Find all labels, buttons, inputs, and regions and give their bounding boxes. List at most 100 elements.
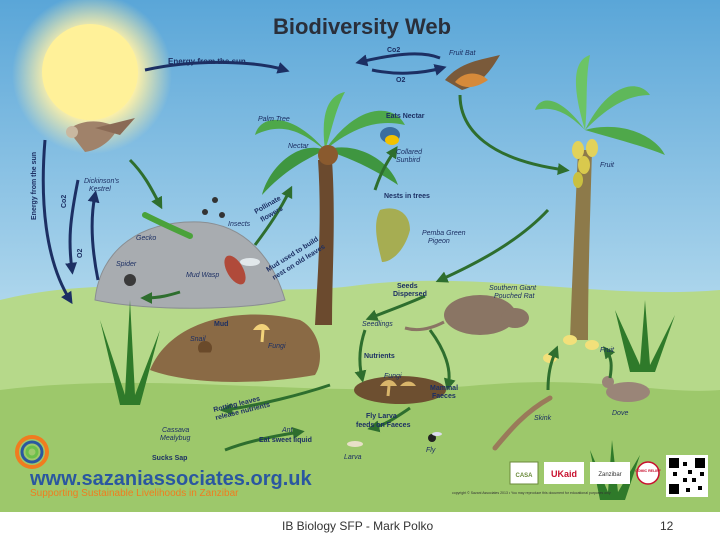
- label-co2-side: Co2: [61, 195, 68, 208]
- label-fruit-top: Fruit: [600, 162, 615, 169]
- sazani-logo: [15, 435, 49, 469]
- label-mammal-2: Faeces: [432, 393, 456, 400]
- label-nests-in-trees: Nests in trees: [384, 193, 430, 200]
- pigeon-icon: [376, 208, 410, 262]
- skink-icon: [492, 395, 553, 451]
- arrow-o2-top: [371, 64, 447, 76]
- arrow-co2-top: [355, 52, 441, 67]
- sunbird-icon: [380, 127, 400, 145]
- label-rat-1: Southern Giant: [489, 285, 537, 292]
- slide-footer: [0, 512, 720, 540]
- label-mammal-1: Mammal: [430, 385, 458, 392]
- rock: [94, 221, 286, 309]
- gecko-icon: [142, 212, 193, 239]
- spider-icon: [124, 274, 136, 286]
- label-palm-tree: Palm Tree: [258, 116, 290, 123]
- sun: [12, 0, 172, 154]
- brand-tagline: Supporting Sustainable Livelihoods in Za…: [30, 488, 239, 499]
- brand-url: www.sazaniassociates.org.uk: [29, 468, 312, 490]
- label-nutrients: Nutrients: [364, 353, 395, 360]
- fruit-bat-icon: [445, 55, 500, 90]
- arrow-larva: [367, 406, 411, 433]
- label-spider: Spider: [116, 261, 137, 268]
- arrow-kestrel-gecko: [128, 158, 163, 210]
- casa-logo-text: CASA: [515, 473, 533, 479]
- label-larva: Larva: [344, 454, 362, 461]
- dove-icon: [602, 376, 650, 402]
- arrow-nests: [373, 146, 398, 191]
- wasp-icon: [224, 255, 260, 285]
- label-gecko: Gecko: [136, 235, 156, 242]
- label-o2-side: O2: [77, 249, 84, 258]
- label-cassava-2: Mealybug: [160, 435, 190, 442]
- label-fungi-1: Fungi: [268, 343, 286, 350]
- rat-icon: [404, 295, 529, 335]
- label-sucks-sap: Sucks Sap: [152, 455, 187, 462]
- arrow-co2-side: [65, 179, 80, 275]
- label-fungi-2: Fungi: [384, 373, 402, 380]
- page-number: 12: [660, 519, 674, 533]
- label-co2-top: Co2: [387, 47, 400, 54]
- label-pemba-2: Pigeon: [428, 238, 450, 245]
- arrows-blue: [41, 52, 447, 305]
- sponsor-logos: CASA UKaid Zanzibar COMIC RELIEF: [509, 455, 708, 497]
- arrow-wasp-spider: [140, 290, 181, 304]
- label-fly-larva-1: Fly Larva: [366, 413, 397, 420]
- label-fly: Fly: [426, 447, 436, 454]
- faeces-patch: [354, 376, 446, 404]
- arrow-skink: [546, 345, 559, 391]
- label-collared-1: Collared: [396, 149, 423, 156]
- kestrel-icon: [66, 118, 135, 152]
- copyright-text: copyright © Sazani Associates 2013 • You…: [452, 491, 611, 495]
- label-seeds-2: Dispersed: [393, 291, 427, 298]
- arrow-faeces: [428, 329, 456, 391]
- palm-tree: [255, 92, 405, 325]
- soil-mound: [150, 314, 320, 382]
- arrow-energy-top: [144, 60, 290, 74]
- ukaid-logo-text: UKaid: [551, 469, 577, 479]
- biodiversity-web-poster: Biodiversity Web Energy from the sun Ene…: [0, 0, 720, 512]
- footer-title: IB Biology SFP - Mark Polko: [282, 519, 434, 533]
- poster-title: Biodiversity Web: [273, 14, 451, 39]
- zanzibar-logo: [590, 462, 630, 484]
- label-ant: Ant: [281, 427, 294, 434]
- label-snail: Snail: [190, 336, 206, 343]
- fly-icon: [428, 432, 442, 442]
- arrow-seedlings: [365, 294, 426, 321]
- fungi-icon: [253, 324, 416, 397]
- papaya-tree: [535, 55, 665, 340]
- label-energy-top: Energy from the sun: [168, 57, 246, 66]
- arrow-insects-palm: [253, 185, 293, 246]
- casa-logo: [509, 461, 539, 485]
- arrow-energy-side: [41, 139, 73, 305]
- arrow-bat-fruit: [458, 94, 570, 175]
- label-mud-wasp: Mud Wasp: [186, 272, 219, 279]
- label-cassava-1: Cassava: [162, 427, 189, 434]
- arrow-dove: [603, 346, 616, 379]
- label-seeds-1: Seeds: [397, 283, 418, 290]
- label-kestrel-1: Dickinson's: [84, 178, 120, 185]
- label-mud: Mud: [214, 321, 228, 328]
- label-fly-larva-2: feeds on Faeces: [356, 422, 411, 429]
- insects-icon: [202, 197, 225, 218]
- qr-code-pattern: [669, 458, 705, 494]
- zanzibar-logo-text: Zanzibar: [598, 472, 621, 478]
- label-eat-sweet: Eat sweet liquid: [259, 437, 312, 444]
- snail-icon: [190, 341, 215, 356]
- label-o2-top: O2: [396, 77, 405, 84]
- ukaid-logo: [544, 462, 584, 484]
- label-energy-side: Energy from the sun: [31, 152, 38, 220]
- label-fruit-bat: Fruit Bat: [449, 50, 477, 57]
- label-nectar: Nectar: [288, 143, 309, 150]
- label-seedlings: Seedlings: [362, 321, 393, 328]
- label-collared-2: Sunbird: [396, 157, 421, 164]
- label-rat-2: Pouched Rat: [494, 293, 536, 300]
- label-fruit-bottom: Fruit: [600, 347, 615, 354]
- grass-foreground: [0, 382, 720, 512]
- arrow-fruit-seeds: [435, 208, 550, 283]
- comic-relief-logo-text: COMIC RELIEF: [635, 469, 662, 473]
- arrow-nutrients: [354, 329, 367, 383]
- label-eats-nectar: Eats Nectar: [386, 113, 425, 120]
- label-insects: Insects: [228, 221, 251, 228]
- arrow-ant: [224, 427, 305, 452]
